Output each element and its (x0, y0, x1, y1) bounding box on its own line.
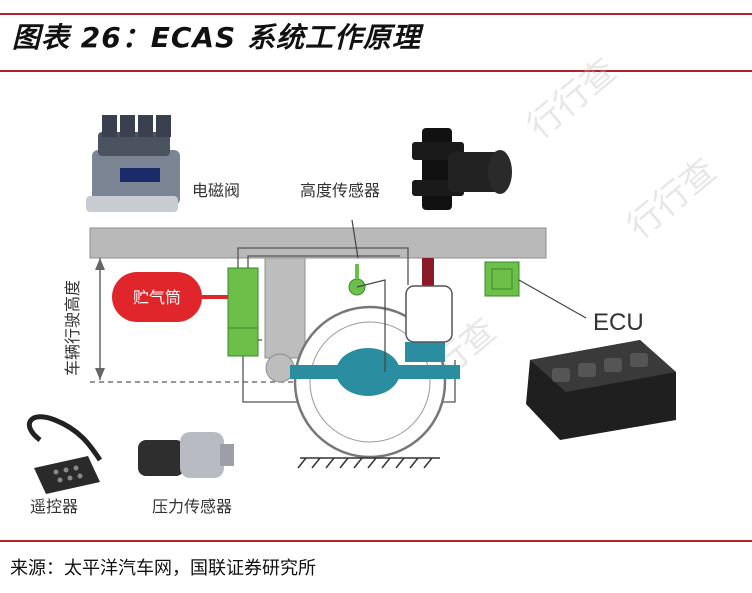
chassis-frame (89, 227, 547, 259)
height-sensor-part-image (412, 128, 512, 210)
label-ecu: ECU (593, 309, 644, 336)
label-remote-control: 遥控器 (30, 497, 78, 516)
label-solenoid-valve: 电磁阀 (192, 181, 240, 200)
figure-title: 图表 26：ECAS 系统工作原理 (12, 21, 421, 54)
solenoid-valve-block (227, 267, 259, 357)
height-sensor-linkage (348, 219, 386, 372)
air-spring (405, 258, 453, 343)
ride-height-arrow (95, 258, 105, 380)
remote-control-image (26, 414, 103, 494)
header-top-rule (0, 13, 752, 15)
ecu-block (484, 261, 587, 319)
ecu-module-image (526, 340, 676, 440)
solenoid-valve-unit-image (86, 115, 180, 212)
label-height-sensor: 高度传感器 (300, 181, 380, 200)
pressure-sensor-image (138, 432, 234, 478)
svg-text:行行查: 行行查 (520, 51, 624, 147)
source-note: 来源：太平洋汽车网，国联证券研究所 (10, 558, 316, 579)
ground (297, 457, 440, 469)
air-tank (112, 272, 202, 322)
label-ride-height: 车辆行驶高度 (63, 280, 82, 376)
shock-absorber (264, 257, 306, 359)
svg-text:行行查: 行行查 (620, 151, 724, 247)
shock-absorber-mount (265, 353, 295, 383)
label-air-tank: 贮气筒 (133, 288, 181, 307)
footer-rule (0, 540, 752, 542)
axle-assembly (290, 342, 460, 396)
label-pressure-sensor: 压力传感器 (152, 497, 232, 516)
header-bottom-rule (0, 70, 752, 72)
